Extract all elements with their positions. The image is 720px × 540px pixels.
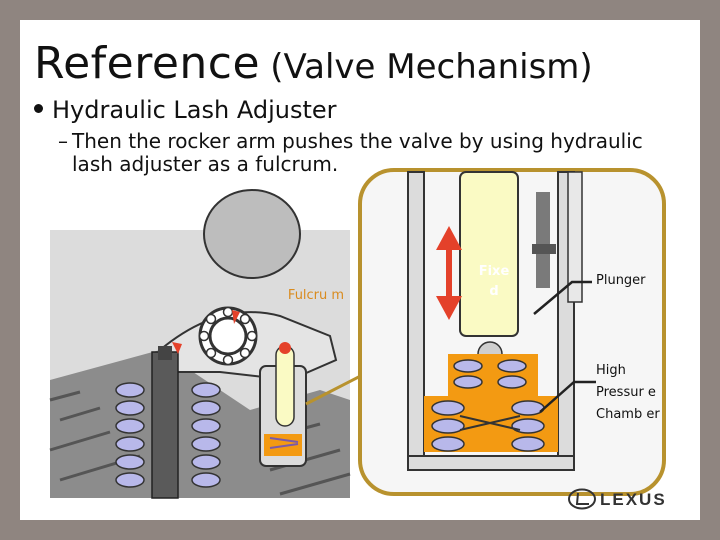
lash-adjuster-callout <box>360 170 664 494</box>
sub-bullet-text: Then the rocker arm pushes the valve by … <box>72 129 643 176</box>
fixed-label: Fixe d <box>472 262 516 302</box>
high-pressure-chamber-label: High Pressur e Chamb er <box>596 360 662 426</box>
bullet-dot-icon <box>34 104 43 113</box>
slide: Reference (Valve Mechanism) <box>20 20 700 520</box>
lexus-logo: LEXUS <box>568 488 680 514</box>
fulcrum-label: Fulcru m <box>286 286 346 306</box>
sub-bullet-item: –Then the rocker arm pushes the valve by… <box>72 130 672 176</box>
svg-text:LEXUS: LEXUS <box>600 490 667 509</box>
bullet-text: Hydraulic Lash Adjuster <box>52 96 337 124</box>
sub-bullet-dash: – <box>58 130 68 153</box>
plunger-label: Plunger <box>596 270 646 292</box>
bullet-item: Hydraulic Lash Adjuster <box>34 96 337 124</box>
engine-cross-section <box>50 190 350 498</box>
